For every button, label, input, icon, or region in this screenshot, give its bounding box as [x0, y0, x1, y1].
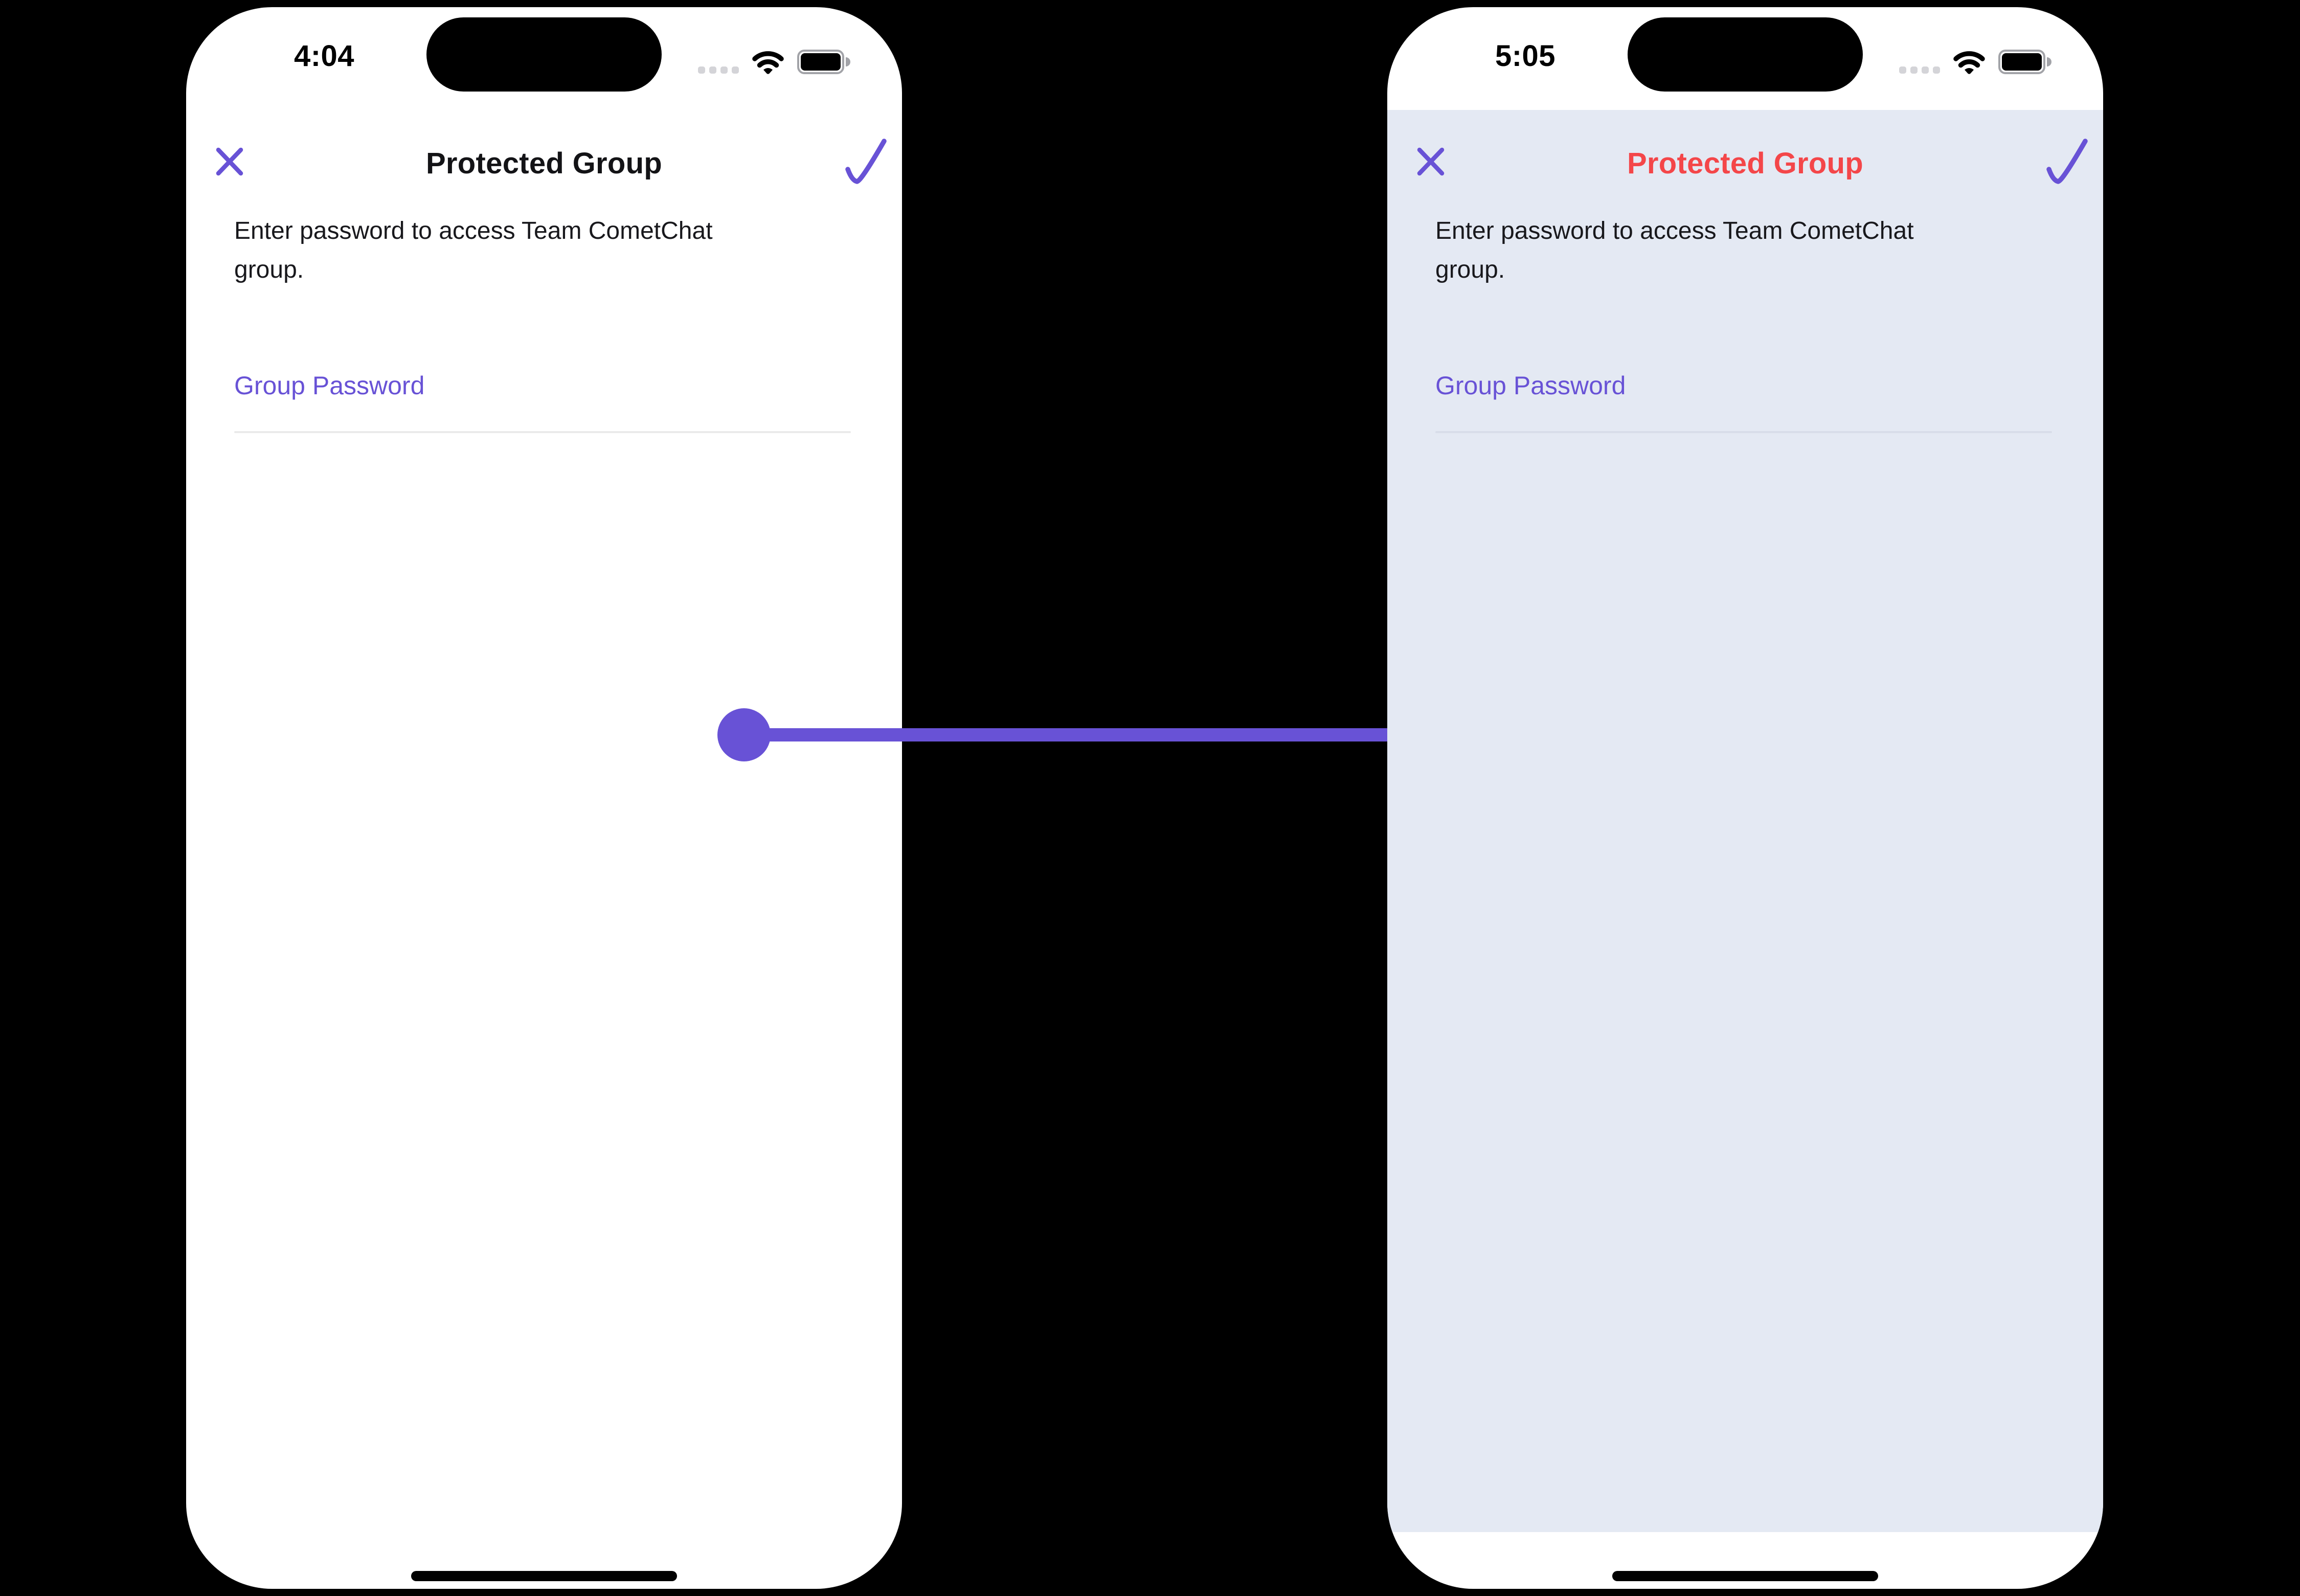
wifi-icon: [1953, 51, 1985, 74]
page-title: Protected Group: [1627, 147, 1864, 180]
phone-before: 4:04 Protected Group: [186, 7, 902, 1589]
nav-bar: Protected Group: [1387, 7, 2103, 201]
close-icon[interactable]: [216, 147, 243, 176]
status-time: 5:05: [1495, 39, 1556, 73]
input-underline: [234, 431, 851, 433]
group-password-placeholder: Group Password: [1435, 371, 1626, 400]
group-password-placeholder: Group Password: [234, 371, 425, 400]
themed-background: [1387, 110, 2103, 1532]
battery-level: [2002, 53, 2042, 71]
battery-level: [801, 53, 841, 71]
status-icons: [1899, 48, 2051, 75]
cellular-signal-icon: [698, 66, 739, 74]
group-password-input[interactable]: Group Password: [1435, 370, 2052, 433]
battery-icon: [797, 50, 850, 74]
battery-icon: [1998, 50, 2051, 74]
status-icons: [698, 48, 850, 75]
status-bar: 4:04: [186, 7, 902, 109]
subtitle-line: Enter password to access Team CometChat: [234, 217, 713, 244]
dynamic-island: [1628, 17, 1863, 92]
transition-arrow-icon: [717, 692, 1479, 778]
phone-after: 5:05 Protected Group: [1387, 7, 2103, 1589]
home-indicator: [1612, 1571, 1878, 1581]
subtitle-line: Enter password to access Team CometChat: [1435, 217, 1914, 244]
nav-bar: Protected Group: [186, 7, 902, 201]
subtitle-text: Enter password to access Team CometChat …: [1435, 212, 2055, 289]
close-icon[interactable]: [1417, 147, 1445, 176]
subtitle-line: group.: [1435, 256, 1505, 283]
wifi-icon: [752, 51, 784, 74]
checkmark-icon[interactable]: [2045, 138, 2088, 186]
status-bar: 5:05: [1387, 7, 2103, 109]
page-title: Protected Group: [425, 147, 663, 180]
home-indicator: [411, 1571, 677, 1581]
subtitle-text: Enter password to access Team CometChat …: [234, 212, 854, 289]
dynamic-island: [426, 17, 662, 92]
status-time: 4:04: [294, 39, 355, 73]
input-underline: [1435, 431, 2052, 433]
checkmark-icon[interactable]: [844, 138, 887, 186]
subtitle-line: group.: [234, 256, 304, 283]
group-password-input[interactable]: Group Password: [234, 370, 851, 433]
cellular-signal-icon: [1899, 66, 1940, 74]
